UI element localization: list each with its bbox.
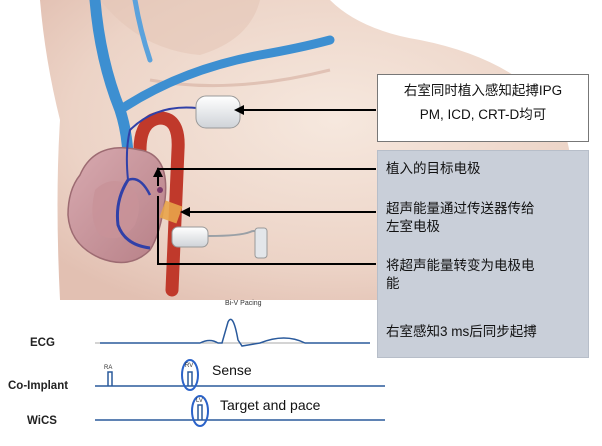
aorta (133, 111, 185, 297)
row-label-ecg: ECG (30, 337, 55, 349)
pacing-lead-2 (127, 177, 152, 196)
convert-label-line2: 能 (386, 276, 400, 291)
lv-marker: LV (196, 398, 203, 404)
neck-vein-2 (132, 0, 153, 63)
bi-v-caption: Bi-V Pacing (225, 300, 262, 307)
transmit-label-line1: 超声能量通过传送器传给 (386, 201, 535, 216)
rv-marker: RV (185, 363, 194, 369)
device-callout: 右室同时植入感知起搏IPG PM, ICD, CRT-D均可 (377, 74, 589, 142)
transmitter-icon (159, 200, 183, 224)
ecg-trace (100, 318, 370, 347)
ra-marker: RA (104, 365, 113, 371)
battery-icon (254, 227, 268, 259)
transmit-label-line2: 左室电极 (386, 219, 440, 234)
lv-circle (191, 395, 209, 427)
lv-pulse (197, 404, 203, 420)
convert-label-line1: 将超声能量转变为电极电 (386, 258, 535, 273)
row-label-coimplant: Co-Implant (8, 380, 69, 392)
ipg-device-icon (195, 95, 241, 129)
electrode-label: 植入的目标电极 (386, 161, 481, 176)
device-callout-line1: 右室同时植入感知起搏IPG (403, 83, 563, 98)
pacing-lead (116, 179, 151, 250)
arrow-convert (157, 196, 376, 265)
device-callout-line2: PM, ICD, CRT-D均可 (419, 107, 547, 122)
callout-panel (377, 150, 589, 358)
device-lead (125, 106, 211, 181)
row-label-wics: WiCS (27, 415, 57, 427)
transmit-label: 超声能量通过传送器传给 左室电极 (386, 200, 582, 236)
ra-pulse (107, 371, 113, 386)
subclavian-vein (115, 35, 335, 115)
rv-circle (181, 359, 199, 391)
convert-label: 将超声能量转变为电极电 能 (386, 257, 582, 293)
target-electrode-icon (157, 187, 163, 193)
target-pace-annotation: Target and pace (220, 397, 321, 413)
sync-label: 右室感知3 ms后同步起搏 (386, 324, 537, 339)
heart-chamber (92, 181, 139, 239)
transmitter-unit-icon (171, 226, 209, 248)
rv-pulse (187, 371, 193, 386)
sense-annotation: Sense (212, 362, 252, 378)
